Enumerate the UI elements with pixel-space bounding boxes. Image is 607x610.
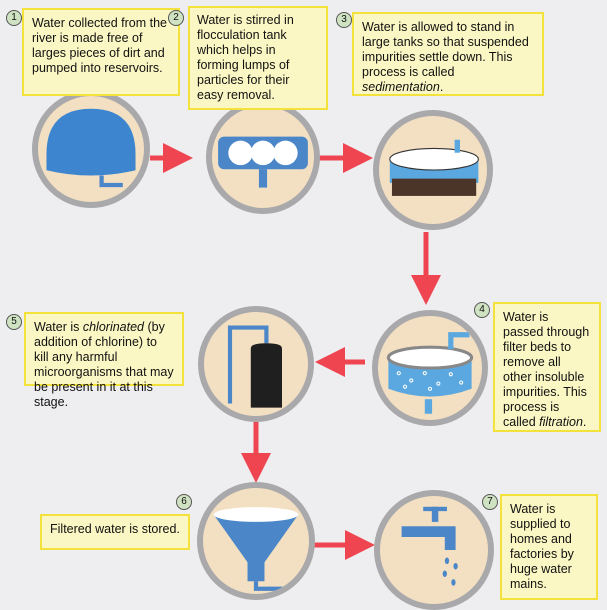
step-6-number: 6 bbox=[176, 494, 192, 510]
chlorination-tank-illustration bbox=[198, 306, 314, 422]
step-3-end: . bbox=[439, 80, 444, 94]
step-2-caption: Water is stirred in flocculation tank wh… bbox=[188, 6, 328, 110]
step-5-text: (by addition of chlorine) to kill any ha… bbox=[34, 320, 174, 409]
step-2-number: 2 bbox=[168, 10, 184, 26]
step-7-caption: Water is supplied to homes and factories… bbox=[500, 494, 598, 600]
reservoir-illustration bbox=[32, 90, 150, 208]
filter-bed-illustration bbox=[372, 310, 488, 426]
step-3-text: Water is allowed to stand in large tanks… bbox=[362, 20, 529, 79]
water-tap-illustration bbox=[374, 490, 494, 610]
step-7-number: 7 bbox=[482, 494, 498, 510]
step-1-number: 1 bbox=[6, 10, 22, 26]
step-3-caption: Water is allowed to stand in large tanks… bbox=[352, 12, 544, 96]
sedimentation-tank-illustration bbox=[373, 110, 493, 230]
flocculation-tank-illustration bbox=[206, 100, 320, 214]
step-1-caption: Water collected from the river is made f… bbox=[22, 8, 180, 96]
step-3-number: 3 bbox=[336, 12, 352, 28]
term-chlorinated: chlorinated bbox=[82, 320, 145, 334]
step-4-caption: Water is passed through filter beds to r… bbox=[493, 302, 601, 432]
step-4-number: 4 bbox=[474, 302, 490, 318]
step-6-caption: Filtered water is stored. bbox=[40, 514, 190, 550]
step-5-pre: Water is bbox=[34, 320, 83, 334]
storage-tank-illustration bbox=[197, 482, 315, 600]
term-sedimentation: sedimentation bbox=[362, 80, 440, 94]
term-filtration: filtration bbox=[539, 415, 583, 429]
step-4-text: Water is passed through filter beds to r… bbox=[503, 310, 590, 429]
step-4-end: . bbox=[582, 415, 587, 429]
step-5-number: 5 bbox=[6, 314, 22, 330]
step-5-caption: Water is chlorinated (by addition of chl… bbox=[24, 312, 184, 409]
